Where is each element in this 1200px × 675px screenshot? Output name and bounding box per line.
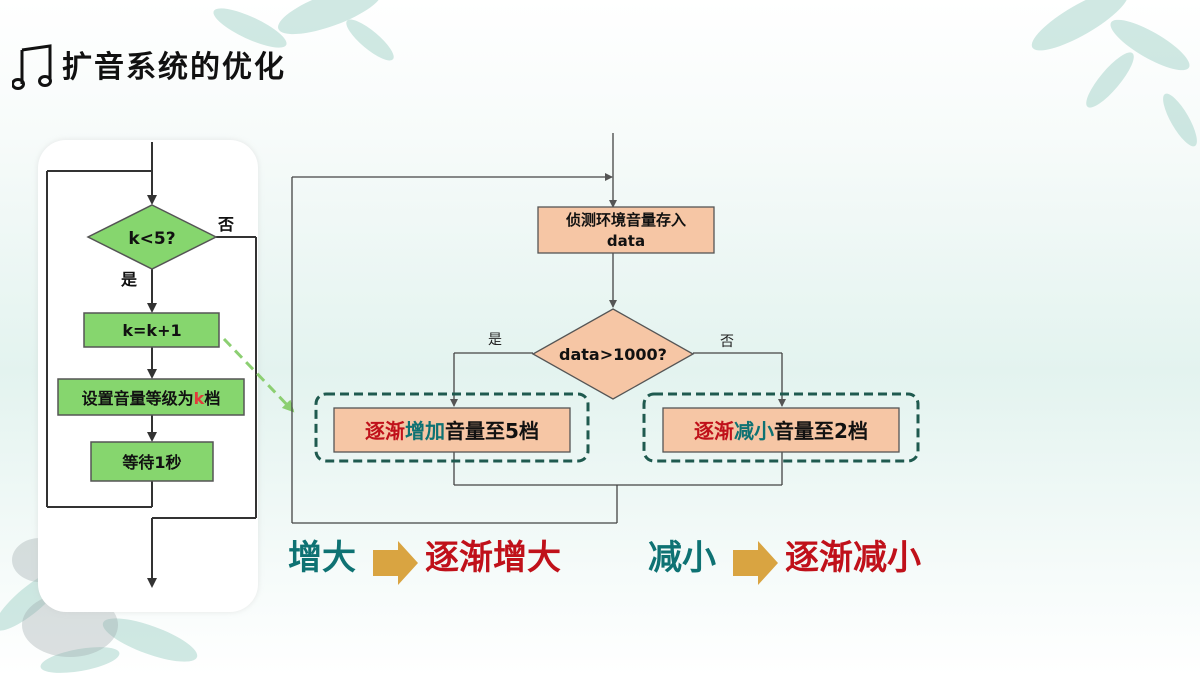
- left-step1-label: k=k+1: [122, 321, 181, 340]
- right-decision-diamond: [531, 308, 695, 400]
- bottom-left-from: 增大: [288, 538, 356, 578]
- left-step2-box: [57, 378, 245, 416]
- gold-arrow-icon: [733, 541, 778, 585]
- left-step3-label: 等待1秒: [121, 453, 181, 472]
- detect-label-line2: data: [607, 232, 645, 250]
- bottom-right-to: 逐渐减小: [785, 538, 921, 578]
- bottom-right-from: 减小: [648, 538, 716, 578]
- left-step2-label: 设置音量等级为k档: [82, 389, 221, 408]
- decrease-action-box: [662, 407, 900, 453]
- music-note-icon: [12, 44, 52, 90]
- left-flowchart: [46, 142, 257, 588]
- right-decision-label: data>1000?: [559, 345, 667, 364]
- left-no-label: 否: [217, 215, 234, 234]
- left-decision-label: k<5?: [128, 229, 175, 249]
- right-yes-label: 是: [488, 332, 502, 348]
- increase-action-box: [333, 407, 571, 453]
- increase-action-label: 逐渐增加音量至5档: [365, 419, 539, 443]
- left-decision-diamond: [86, 204, 218, 270]
- gold-arrow-icon: [373, 541, 418, 585]
- bottom-left-to: 逐渐增大: [425, 538, 561, 578]
- decrease-highlight-frame: [642, 392, 920, 463]
- page-title: 扩音系统的优化: [62, 50, 286, 85]
- left-yes-label: 是: [120, 270, 137, 289]
- left-step1-box: [83, 312, 220, 348]
- detect-box: [537, 206, 715, 254]
- decrease-action-label: 逐渐减小音量至2档: [694, 419, 868, 443]
- right-no-label: 否: [720, 334, 734, 350]
- left-step3-box: [90, 441, 214, 482]
- increase-highlight-frame: [314, 392, 590, 463]
- detect-label-line1: 侦测环境音量存入: [565, 211, 686, 229]
- right-flowchart: [291, 133, 786, 524]
- dashed-green-connector: [222, 337, 295, 413]
